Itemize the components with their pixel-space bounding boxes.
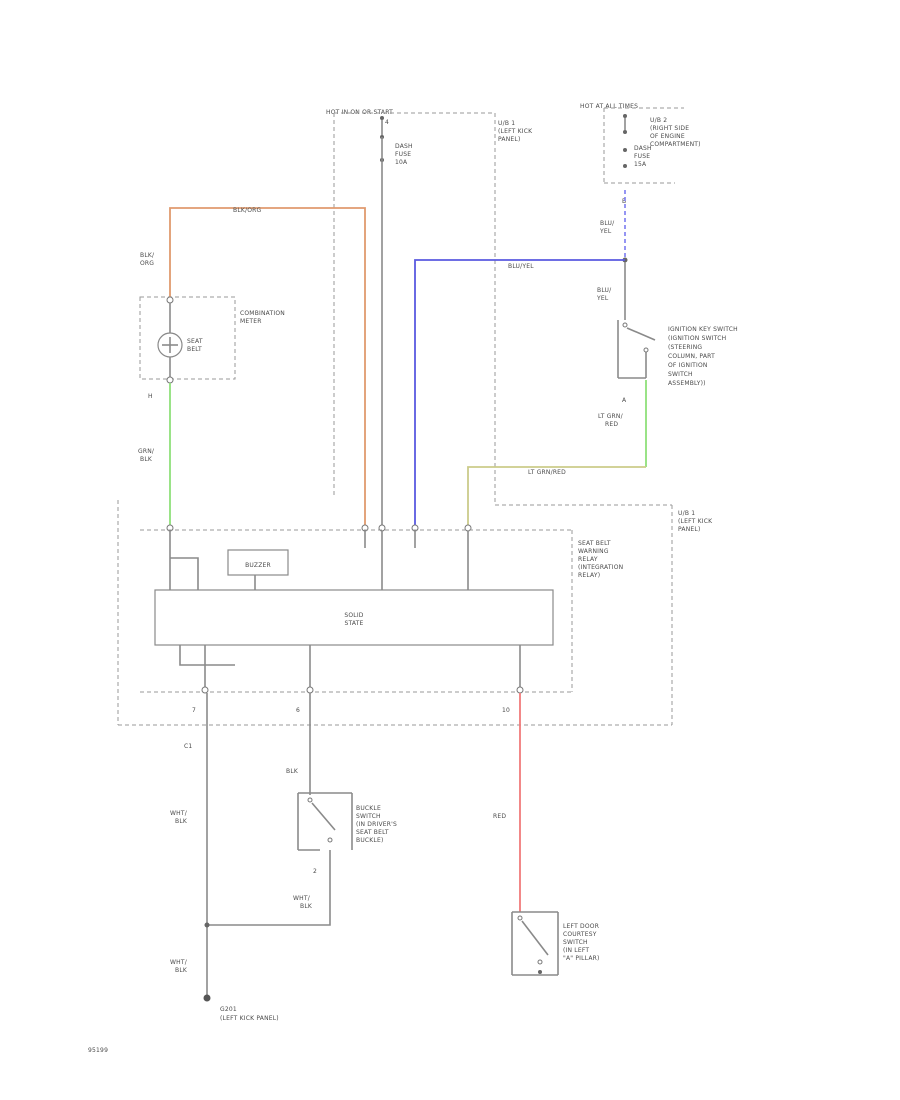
relay-line5: RELAY) (578, 572, 600, 579)
pin-b-label: B (622, 198, 626, 205)
blk-wire-label: BLK (286, 768, 299, 775)
ignition-switch-line3: (STEERING (668, 344, 702, 351)
dash-fuse-box-label: DASH (634, 145, 652, 152)
buckle-switch: BUCKLE SWITCH (IN DRIVER'S SEAT BELT BUC… (297, 792, 397, 875)
ub1-top-line2: (LEFT KICK (498, 128, 533, 135)
dash-fuse-amp: 10A (395, 159, 408, 166)
blu-yel-top-1: BLU/ (600, 220, 615, 227)
pin-a-label: A (622, 397, 627, 404)
pin-h-label: H (148, 393, 153, 400)
buckle-switch-line2: SWITCH (356, 813, 381, 820)
seat-belt-lamp-label-1: SEAT (187, 338, 203, 345)
c1-label: C1 (184, 743, 192, 750)
buckle-switch-line1: BUCKLE (356, 805, 381, 812)
blu-yel-mid-2: YEL (596, 295, 609, 302)
fuse-number: 4 (385, 119, 389, 126)
ub2-line2: (RIGHT SIDE (650, 125, 689, 132)
blk-org-1: BLK/ (140, 252, 155, 259)
pin-7-label: 7 (192, 707, 196, 714)
wht-blk-main-1: WHT/ (170, 810, 188, 817)
ignition-switch-line5: OF IGNITION (668, 362, 708, 369)
blu-yel-top-2: YEL (599, 228, 612, 235)
lt-grn-2: RED (605, 421, 618, 428)
dash-fuse-label: DASH (395, 143, 413, 150)
ground-line1: G201 (220, 1006, 237, 1013)
ignition-switch-line6: SWITCH (668, 371, 693, 378)
solid-state-module (154, 589, 554, 646)
blu-yel-mid-1: BLU/ (597, 287, 612, 294)
wht-blk-buckle-2: BLK (300, 903, 313, 910)
yellow-green-wire (467, 466, 646, 525)
ub2-line4: COMPARTMENT) (650, 141, 701, 148)
diagram-id-footer: 95199 (88, 1047, 108, 1054)
grn-blk-1: GRN/ (138, 448, 155, 455)
hot-in-on-or-start-fuse-box: HOT IN ON OR START 4 DASH FUSE 10A U/B 1… (326, 109, 533, 505)
dash-fuse-10a (380, 116, 384, 525)
wht-blk-buckle-1: WHT/ (293, 895, 311, 902)
pin-6-label: 6 (296, 707, 300, 714)
ground-g201: G201 (LEFT KICK PANEL) (203, 994, 279, 1022)
orange-wire (169, 207, 366, 525)
pin-2-label: 2 (313, 868, 317, 875)
ub2-line3: OF ENGINE (650, 133, 685, 140)
ignition-switch-line7: ASSEMBLY)) (668, 380, 706, 387)
ignition-switch-line2: (IGNITION SWITCH (668, 335, 726, 342)
dash-fuse-box-label-2: FUSE (634, 153, 650, 160)
relay-line2: WARNING (578, 548, 609, 555)
door-switch-line3: SWITCH (563, 939, 588, 946)
red-wire-label: RED (493, 813, 506, 820)
ground-line2: (LEFT KICK PANEL) (220, 1015, 279, 1022)
relay-line4: (INTEGRATION (578, 564, 623, 571)
pin-10-label: 10 (502, 707, 510, 714)
ignition-key-switch: A IGNITION KEY SWITCH (IGNITION SWITCH (… (617, 320, 738, 404)
solid-state-label-1: SOLID (344, 612, 363, 619)
buckle-switch-line4: SEAT BELT (356, 829, 389, 836)
grn-blk-2: BLK (140, 456, 153, 463)
ub2-line1: U/B 2 (650, 117, 667, 124)
wht-blk-lower-2: BLK (175, 967, 188, 974)
blue-wire (414, 259, 625, 525)
combination-meter-line2: METER (240, 318, 262, 325)
buckle-switch-line5: BUCKLE) (356, 837, 384, 844)
door-switch-line1: LEFT DOOR (563, 923, 599, 930)
wht-blk-main-2: BLK (175, 818, 188, 825)
ground-splice-dot (204, 922, 210, 928)
door-switch-line5: "A" PILLAR) (563, 955, 600, 962)
solid-state-label-2: STATE (344, 620, 363, 627)
dash-fuse-label-2: FUSE (395, 151, 411, 158)
relay-line3: RELAY (578, 556, 598, 563)
hot-in-on-or-start-label: HOT IN ON OR START (326, 109, 393, 116)
combination-meter-line1: COMBINATION (240, 310, 285, 317)
buzzer-label: BUZZER (245, 562, 271, 569)
ub1-lower-line1: U/B 1 (678, 510, 695, 517)
buzzer (227, 549, 289, 576)
ub1-top-line1: U/B 1 (498, 120, 515, 127)
ignition-switch-line1: IGNITION KEY SWITCH (668, 326, 738, 333)
ub1-lower-line2: (LEFT KICK (678, 518, 713, 525)
left-door-courtesy-switch: LEFT DOOR COURTESY SWITCH (IN LEFT "A" P… (511, 911, 600, 976)
blue-wire-label: BLU/YEL (508, 263, 534, 270)
wht-blk-lower-1: WHT/ (170, 959, 188, 966)
ub1-lower-box: U/B 1 (LEFT KICK PANEL) (117, 500, 713, 726)
ub1-lower-line3: PANEL) (678, 526, 701, 533)
lt-grn-1: LT GRN/ (598, 413, 624, 420)
buckle-switch-line3: (IN DRIVER'S (356, 821, 397, 828)
hot-at-all-times-fuse-box: HOT AT ALL TIMES U/B 2 (RIGHT SIDE OF EN… (580, 103, 701, 205)
seat-belt-warning-relay: SEAT BELT WARNING RELAY (INTEGRATION REL… (140, 529, 623, 693)
door-switch-line2: COURTESY (563, 931, 597, 938)
hot-at-all-times-label: HOT AT ALL TIMES (580, 103, 638, 110)
ub1-top-line3: PANEL) (498, 136, 521, 143)
relay-line1: SEAT BELT (578, 540, 611, 547)
dash-fuse-box-amp: 15A (634, 161, 647, 168)
blk-org-2: ORG (140, 260, 154, 267)
combination-meter: SEAT BELT COMBINATION METER H (139, 296, 285, 400)
orange-wire-label: BLK/ORG (233, 207, 262, 214)
seat-belt-lamp-label-2: BELT (187, 346, 202, 353)
ignition-switch-line4: COLUMN, PART (668, 353, 715, 360)
door-switch-line4: (IN LEFT (563, 947, 589, 954)
lt-grn-horizontal-label: LT GRN/RED (528, 469, 566, 476)
